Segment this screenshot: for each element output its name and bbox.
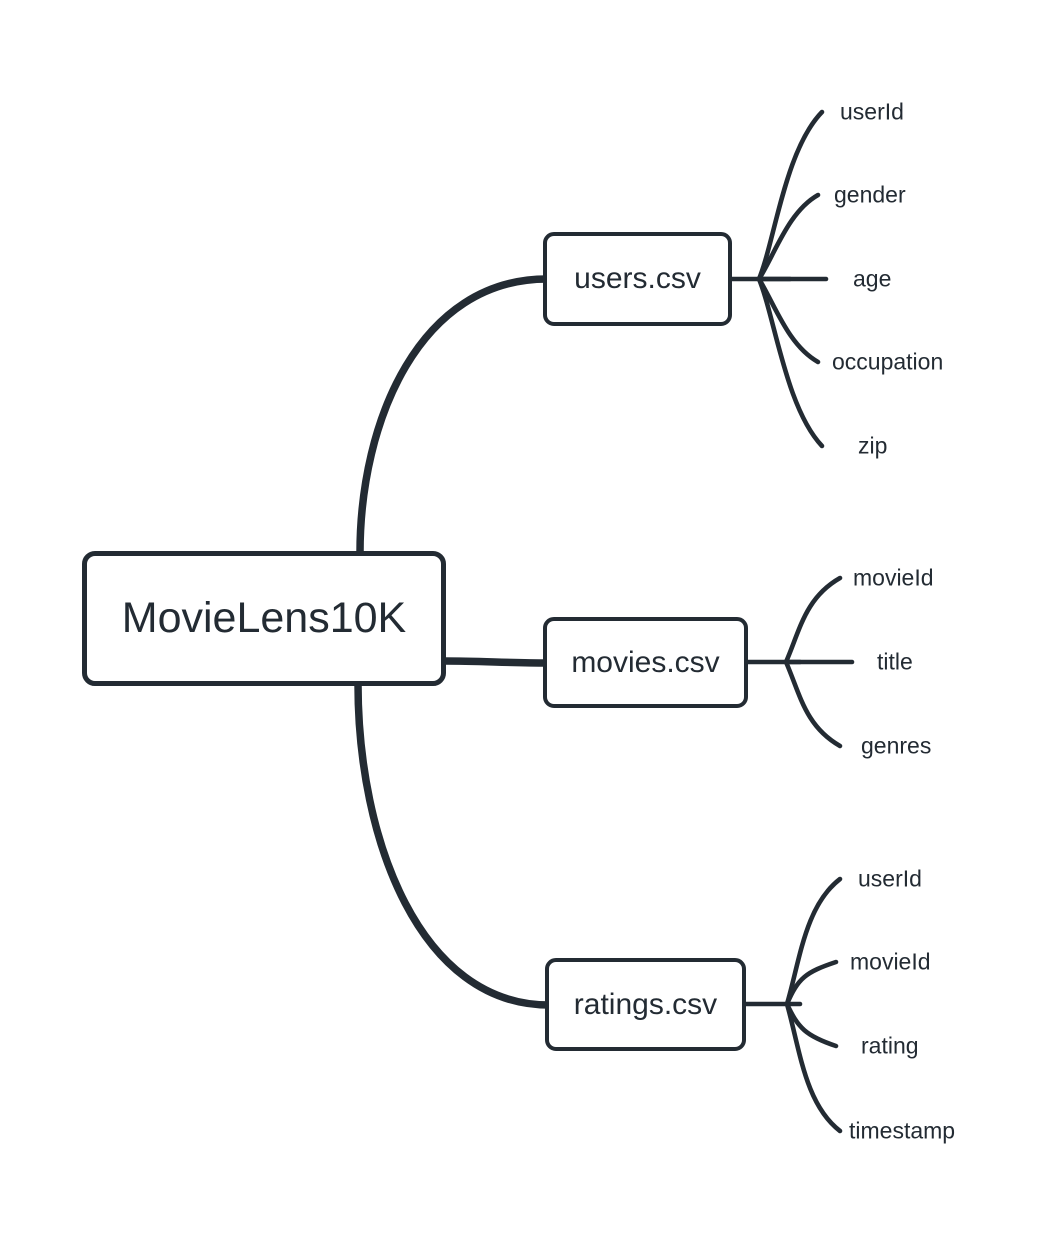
connector-users-leaf-zip — [756, 276, 825, 449]
mindmap-branch-node-users[interactable]: users.csv — [543, 232, 732, 326]
mindmap-leaf-users-occupation: occupation — [832, 348, 944, 375]
connector-root-to-ratings — [354, 680, 553, 1009]
connector-ratings-leaf-userid — [784, 876, 843, 1007]
mindmap-leaf-movies-movieid: movieId — [853, 564, 934, 591]
mindmap-leaf-movies-genres: genres — [861, 732, 932, 759]
connector-users-leaf-userid — [756, 109, 825, 282]
connector-movies-leaf-genres — [783, 659, 843, 749]
mindmap-branch-node-ratings[interactable]: ratings.csv — [545, 958, 746, 1051]
connector-movies-leaf-movieid — [783, 575, 843, 665]
connector-root-to-users — [356, 275, 551, 557]
mindmap-leaf-ratings-timestamp: timestamp — [849, 1117, 956, 1144]
mindmap-leaf-users-age: age — [853, 265, 892, 292]
connector-root-to-movies — [440, 657, 551, 667]
connector-users-leaf-gender — [756, 192, 821, 282]
connector-users-leaf-occupation — [756, 276, 821, 365]
mindmap-leaf-ratings-userid: userId — [858, 865, 922, 892]
mindmap-leaf-ratings-rating: rating — [861, 1032, 919, 1059]
mindmap-leaf-ratings-movieid: movieId — [850, 948, 931, 975]
mindmap-leaf-users-zip: zip — [858, 432, 888, 459]
mindmap-leaf-movies-title: title — [877, 648, 913, 675]
mindmap-root-node-label: MovieLens10K — [121, 594, 407, 642]
connector-ratings-leaf-timestamp — [784, 1001, 843, 1134]
mindmap-branch-node-ratings-label: ratings.csv — [573, 987, 718, 1021]
mindmap-leaf-users-gender: gender — [834, 181, 906, 208]
mindmap-branch-node-users-label: users.csv — [574, 262, 701, 295]
mindmap-root-node[interactable]: MovieLens10K — [82, 551, 446, 686]
connector-ratings-leaf-movieid — [784, 959, 839, 1007]
mindmap-branch-node-movies-label: movies.csv — [571, 645, 720, 679]
mindmap-leaf-users-userid: userId — [840, 98, 904, 125]
mindmap-branch-node-movies[interactable]: movies.csv — [543, 617, 748, 708]
